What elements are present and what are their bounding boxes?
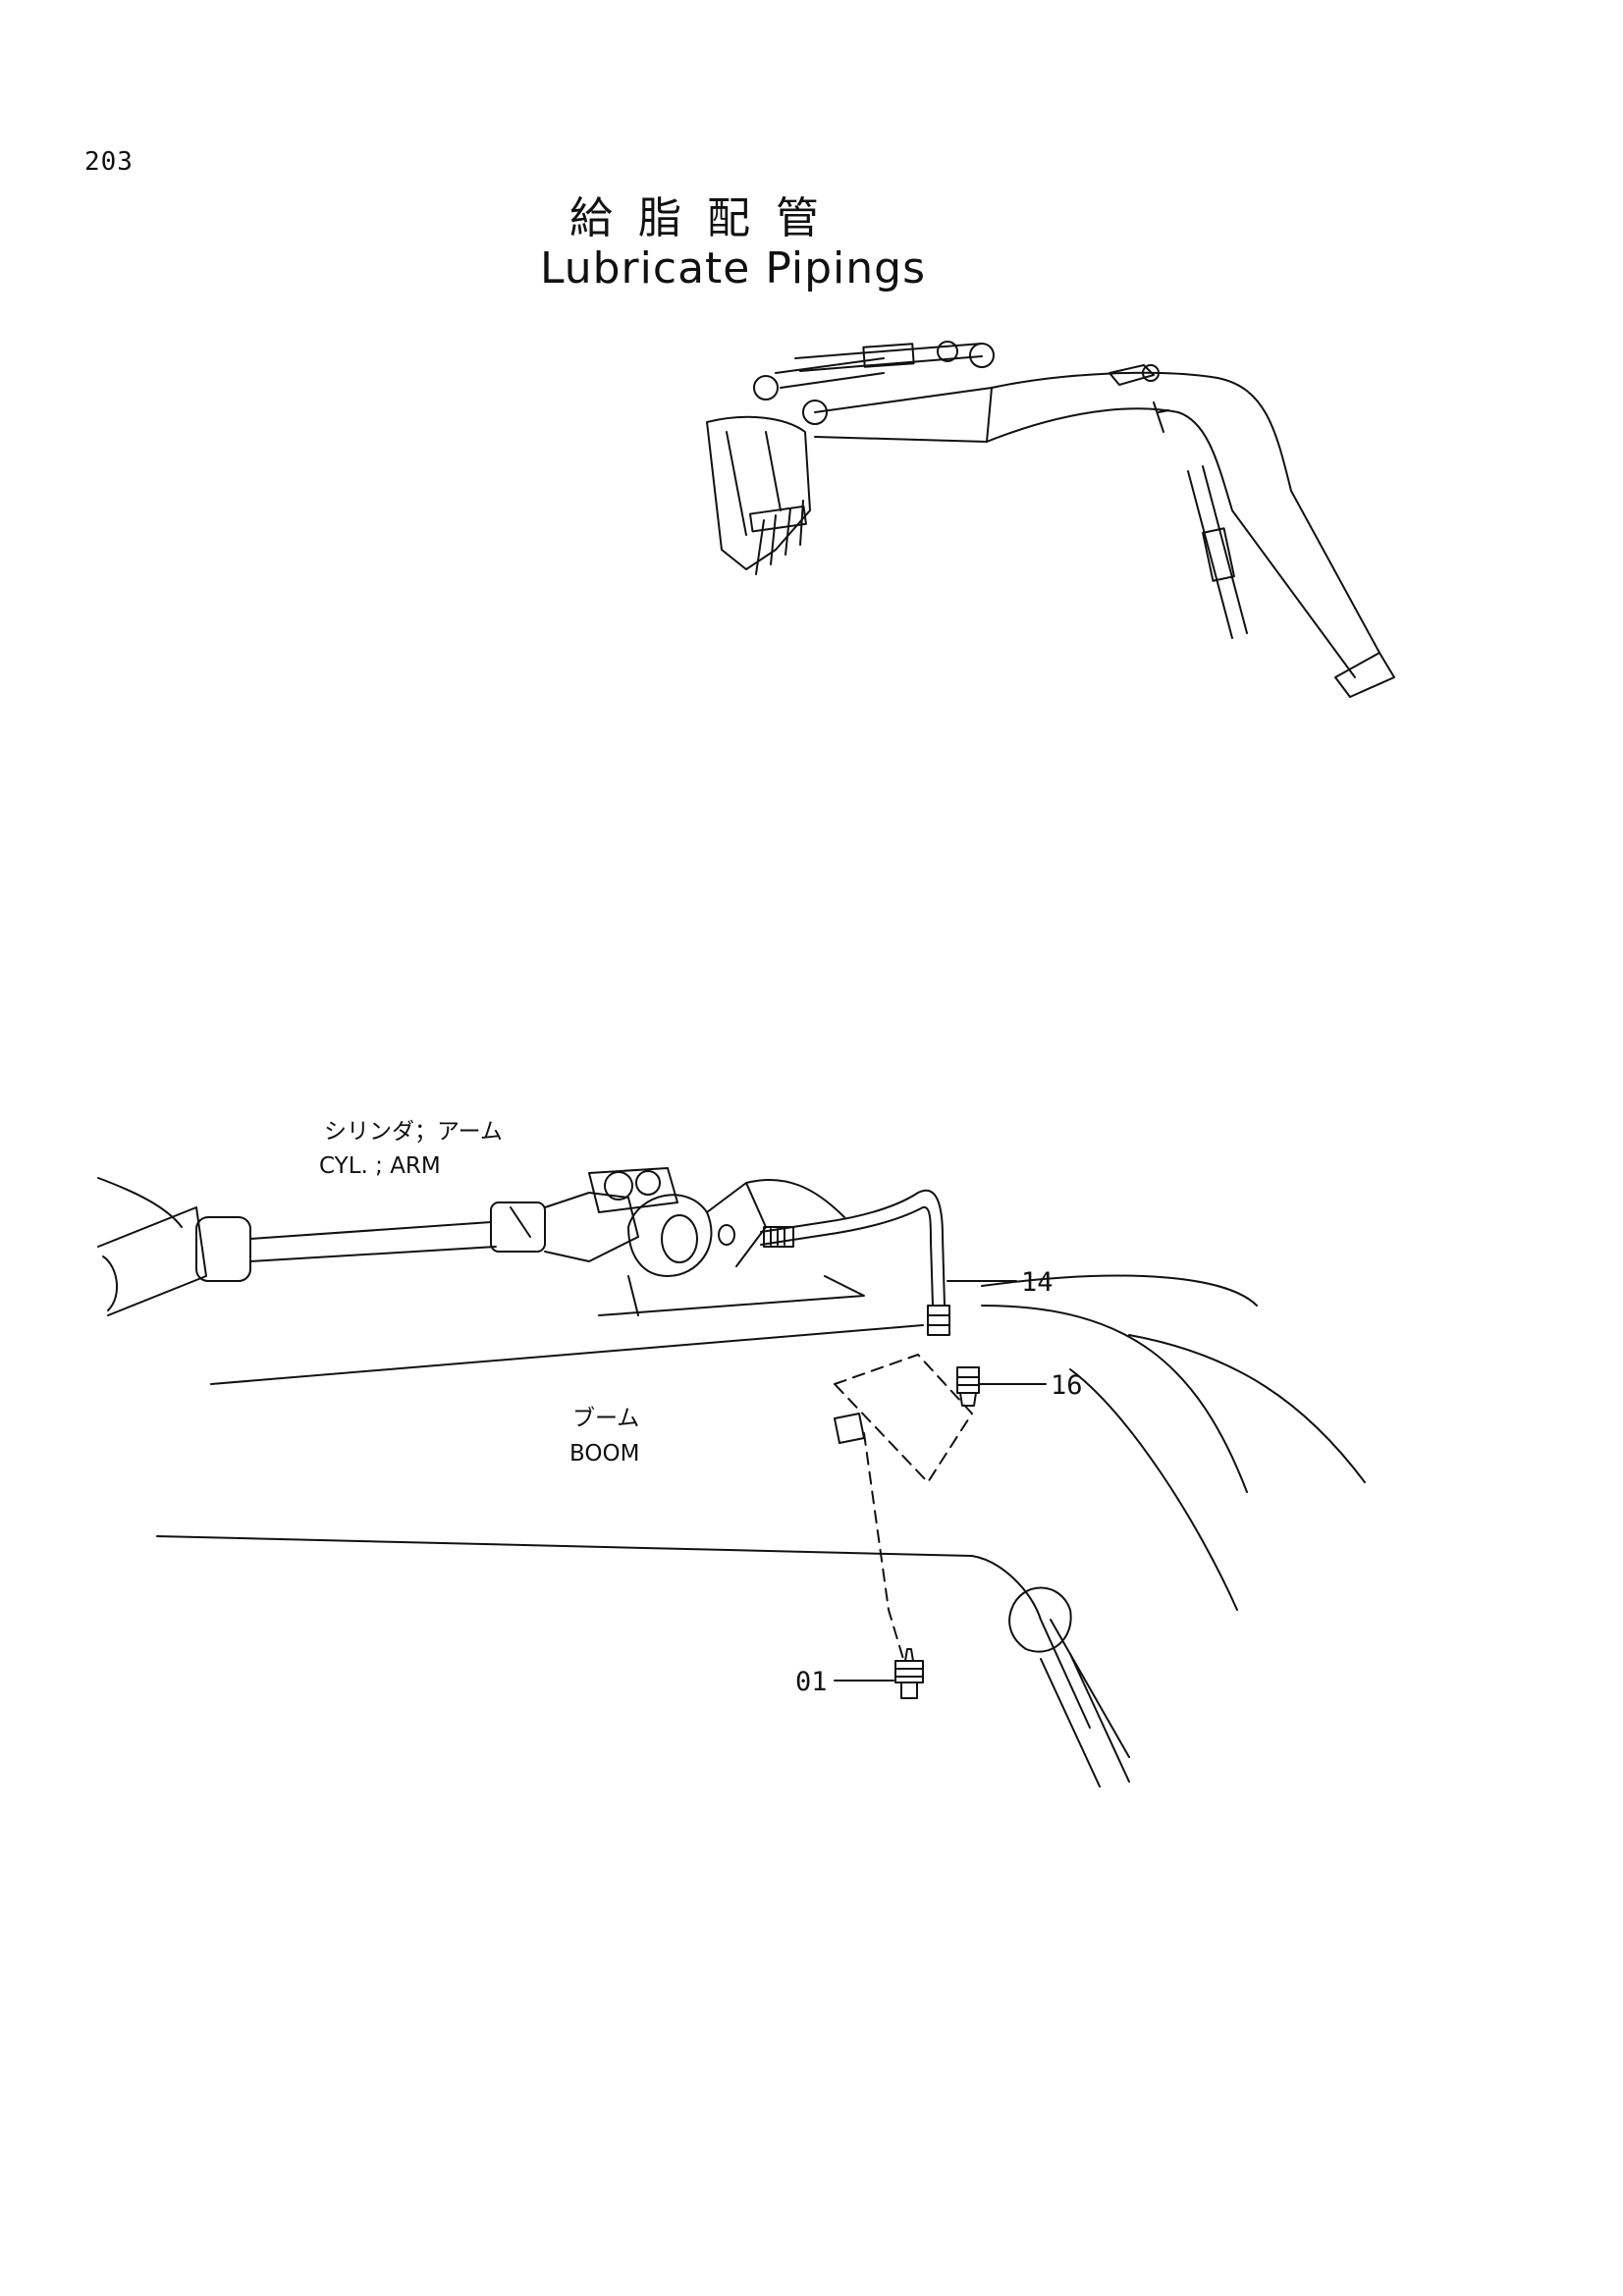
label-cylinder-arm-jp: シリンダ；アーム <box>324 1119 503 1145</box>
title-english: Lubricate Pipings <box>540 243 927 294</box>
leader-lines <box>834 1280 1047 1682</box>
callout-01: 01 <box>795 1667 828 1697</box>
detail-cylinder-arm <box>97 1167 1366 1788</box>
label-boom-en: BOOM <box>569 1441 639 1467</box>
callout-14: 14 <box>1021 1267 1054 1298</box>
overview-excavator-arm <box>706 341 1395 698</box>
title-japanese: 給脂配管 <box>569 193 844 243</box>
page-number: 203 <box>84 147 134 177</box>
label-cylinder-arm-en: CYL. ; ARM <box>319 1153 441 1179</box>
callout-16: 16 <box>1051 1370 1083 1401</box>
label-boom-jp: ブーム <box>572 1406 639 1431</box>
exploded-view-lines <box>834 1354 973 1660</box>
bushing <box>834 1413 865 1444</box>
